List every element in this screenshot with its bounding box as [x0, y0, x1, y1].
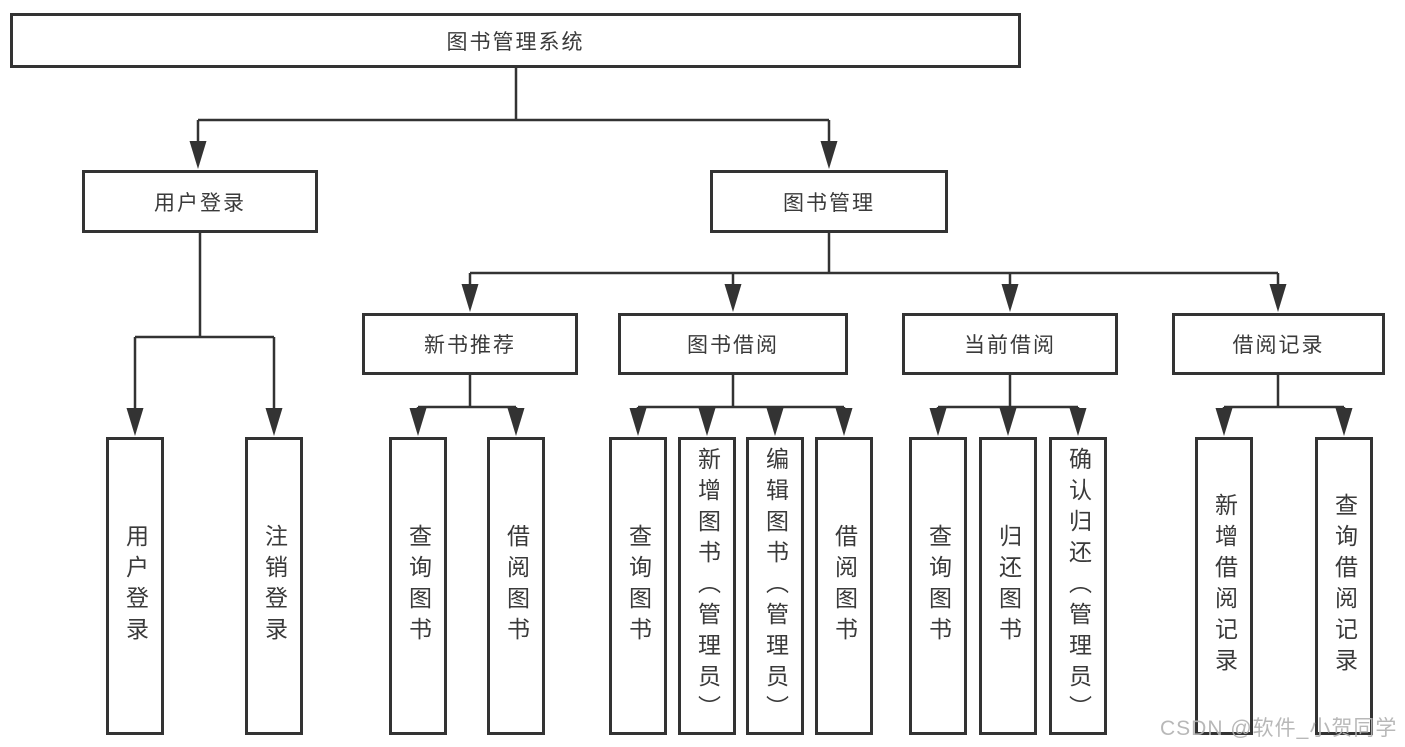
arrowhead — [698, 408, 716, 436]
arrowhead — [265, 408, 283, 436]
arrowhead — [999, 408, 1017, 436]
leaf-return-books: 归还图书 — [979, 437, 1037, 735]
leaf-add-books-admin: 新增图书（管理员） — [678, 437, 736, 735]
arrowhead — [766, 408, 784, 436]
arrowhead — [820, 141, 838, 169]
leaf-edit-books-admin: 编辑图书（管理员） — [746, 437, 804, 735]
edge-books-to-level3 — [468, 233, 1280, 286]
arrowhead — [629, 408, 647, 436]
arrowhead — [1069, 408, 1087, 436]
node-root-system: 图书管理系统 — [10, 13, 1021, 68]
leaf-confirm-return-admin: 确认归还（管理员） — [1049, 437, 1107, 735]
arrowhead — [1215, 408, 1233, 436]
edge-login-to-leaves — [133, 233, 276, 410]
leaf-query-books-recommend: 查询图书 — [389, 437, 447, 735]
leaf-borrow-books: 借阅图书 — [815, 437, 873, 735]
edge-newbook-to-leaves — [416, 375, 518, 410]
node-current-borrowing: 当前借阅 — [902, 313, 1118, 375]
arrowheads — [126, 141, 1353, 436]
arrowhead — [409, 408, 427, 436]
node-user-login: 用户登录 — [82, 170, 318, 233]
edge-records-to-leaves — [1222, 375, 1346, 410]
arrowhead — [724, 284, 742, 312]
leaf-query-books-borrowing: 查询图书 — [609, 437, 667, 735]
leaf-query-borrow-record: 查询借阅记录 — [1315, 437, 1373, 735]
arrowhead — [929, 408, 947, 436]
arrowhead — [1269, 284, 1287, 312]
arrowhead — [507, 408, 525, 436]
arrowhead — [835, 408, 853, 436]
edge-borrow-to-leaves — [636, 375, 846, 410]
watermark: CSDN @软件_小贺同学 — [1160, 717, 1398, 740]
edge-current-to-leaves — [936, 375, 1080, 410]
arrowhead — [189, 141, 207, 169]
node-new-book-recommend: 新书推荐 — [362, 313, 578, 375]
leaf-logout: 注销登录 — [245, 437, 303, 735]
arrowhead — [1335, 408, 1353, 436]
leaf-user-login: 用户登录 — [106, 437, 164, 735]
arrowhead — [126, 408, 144, 436]
node-book-borrowing: 图书借阅 — [618, 313, 848, 375]
edge-root-to-level2 — [196, 68, 831, 143]
leaf-borrow-books-recommend: 借阅图书 — [487, 437, 545, 735]
node-book-management: 图书管理 — [710, 170, 948, 233]
arrowhead — [1001, 284, 1019, 312]
leaf-query-books-current: 查询图书 — [909, 437, 967, 735]
node-borrowing-records: 借阅记录 — [1172, 313, 1385, 375]
arrowhead — [461, 284, 479, 312]
leaf-add-borrow-record: 新增借阅记录 — [1195, 437, 1253, 735]
